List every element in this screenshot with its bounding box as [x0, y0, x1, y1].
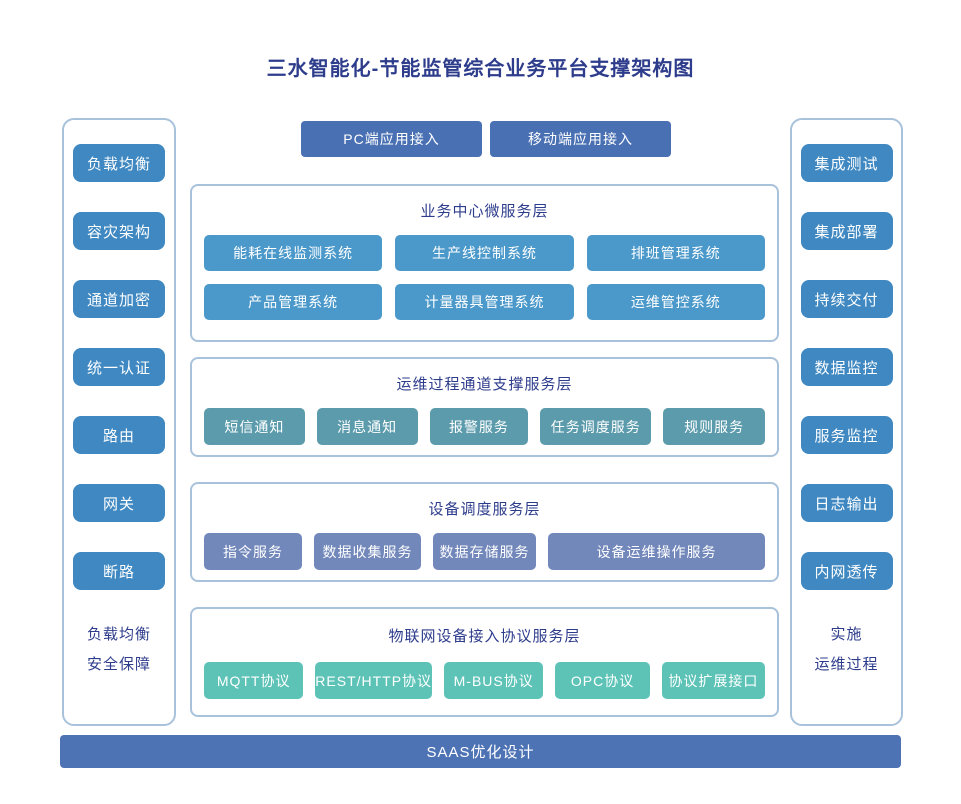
protocol-block: M-BUS协议	[444, 662, 544, 699]
dispatch-service-block: 设备运维操作服务	[548, 533, 765, 570]
app-access-row: PC端应用接入 移动端应用接入	[301, 121, 671, 157]
security-capability-block: 容灾架构	[73, 212, 165, 250]
right-caption-line-2: 运维过程	[814, 656, 879, 673]
right-panel-items: 集成测试 集成部署 持续交付 数据监控 服务监控 日志输出 内网透传	[792, 120, 901, 590]
left-security-panel: 负载均衡 容灾架构 通道加密 统一认证 路由 网关 断路 负载均衡 安全保障	[62, 118, 176, 726]
ops-capability-block: 集成测试	[800, 144, 893, 182]
protocol-block: 协议扩展接口	[661, 662, 765, 699]
layer-dispatch-items: 指令服务 数据收集服务 数据存储服务 设备运维操作服务	[204, 533, 765, 570]
left-panel-caption: 负载均衡 安全保障	[64, 620, 174, 680]
ops-capability-block: 日志输出	[800, 484, 893, 522]
layer-iot-protocol: 物联网设备接入协议服务层 MQTT协议 REST/HTTP协议 M-BUS协议 …	[190, 607, 779, 717]
layer-stack: 业务中心微服务层 能耗在线监测系统 生产线控制系统 排班管理系统 产品管理系统 …	[190, 184, 779, 717]
channel-service-block: 任务调度服务	[540, 408, 652, 445]
business-service-block: 排班管理系统	[586, 235, 765, 271]
protocol-block: REST/HTTP协议	[315, 662, 433, 699]
page-title: 三水智能化-节能监管综合业务平台支撑架构图	[266, 58, 695, 80]
right-panel-caption: 实施 运维过程	[792, 620, 901, 680]
left-caption-line-2: 安全保障	[86, 656, 151, 673]
app-access-block: 移动端应用接入	[490, 121, 671, 157]
ops-capability-block: 服务监控	[800, 416, 893, 454]
security-capability-block: 统一认证	[73, 348, 165, 386]
protocol-block: MQTT协议	[204, 662, 304, 699]
layer-business-microservices: 业务中心微服务层 能耗在线监测系统 生产线控制系统 排班管理系统 产品管理系统 …	[190, 184, 779, 342]
layer-title: 设备调度服务层	[428, 501, 541, 518]
layer-device-dispatch: 设备调度服务层 指令服务 数据收集服务 数据存储服务 设备运维操作服务	[190, 482, 779, 582]
business-service-block: 生产线控制系统	[395, 235, 574, 271]
layer-title: 运维过程通道支撑服务层	[396, 376, 573, 393]
ops-capability-block: 集成部署	[800, 212, 893, 250]
app-access-block: PC端应用接入	[301, 121, 482, 157]
security-capability-block: 路由	[73, 416, 165, 454]
right-caption-line-1: 实施	[830, 626, 863, 643]
dispatch-service-block: 数据存储服务	[433, 533, 537, 570]
channel-service-block: 短信通知	[204, 408, 305, 445]
ops-capability-block: 持续交付	[800, 280, 893, 318]
channel-service-block: 报警服务	[429, 408, 529, 445]
ops-capability-block: 数据监控	[800, 348, 893, 386]
channel-service-block: 消息通知	[316, 408, 418, 445]
dispatch-service-block: 数据收集服务	[314, 533, 422, 570]
layer-protocol-items: MQTT协议 REST/HTTP协议 M-BUS协议 OPC协议 协议扩展接口	[204, 662, 765, 699]
business-service-block: 产品管理系统	[204, 284, 383, 320]
left-panel-items: 负载均衡 容灾架构 通道加密 统一认证 路由 网关 断路	[64, 120, 174, 590]
security-capability-block: 通道加密	[73, 280, 165, 318]
protocol-block: OPC协议	[555, 662, 650, 699]
layer-channel-support: 运维过程通道支撑服务层 短信通知 消息通知 报警服务 任务调度服务 规则服务	[190, 357, 779, 457]
channel-service-block: 规则服务	[663, 408, 765, 445]
dispatch-service-block: 指令服务	[204, 533, 303, 570]
security-capability-block: 网关	[73, 484, 165, 522]
business-service-block: 运维管控系统	[586, 284, 765, 320]
layer-title: 物联网设备接入协议服务层	[388, 628, 581, 645]
left-caption-line-1: 负载均衡	[86, 626, 151, 643]
business-service-block: 计量器具管理系统	[395, 284, 574, 320]
security-capability-block: 断路	[73, 552, 165, 590]
layer-title: 业务中心微服务层	[420, 203, 549, 220]
business-service-block: 能耗在线监测系统	[204, 235, 383, 271]
saas-bar: SAAS优化设计	[60, 735, 901, 768]
security-capability-block: 负载均衡	[73, 144, 165, 182]
layer-channel-items: 短信通知 消息通知 报警服务 任务调度服务 规则服务	[204, 408, 765, 445]
ops-capability-block: 内网透传	[800, 552, 893, 590]
right-ops-panel: 集成测试 集成部署 持续交付 数据监控 服务监控 日志输出 内网透传 实施 运维…	[790, 118, 903, 726]
layer-business-items: 能耗在线监测系统 生产线控制系统 排班管理系统 产品管理系统 计量器具管理系统 …	[204, 235, 765, 320]
